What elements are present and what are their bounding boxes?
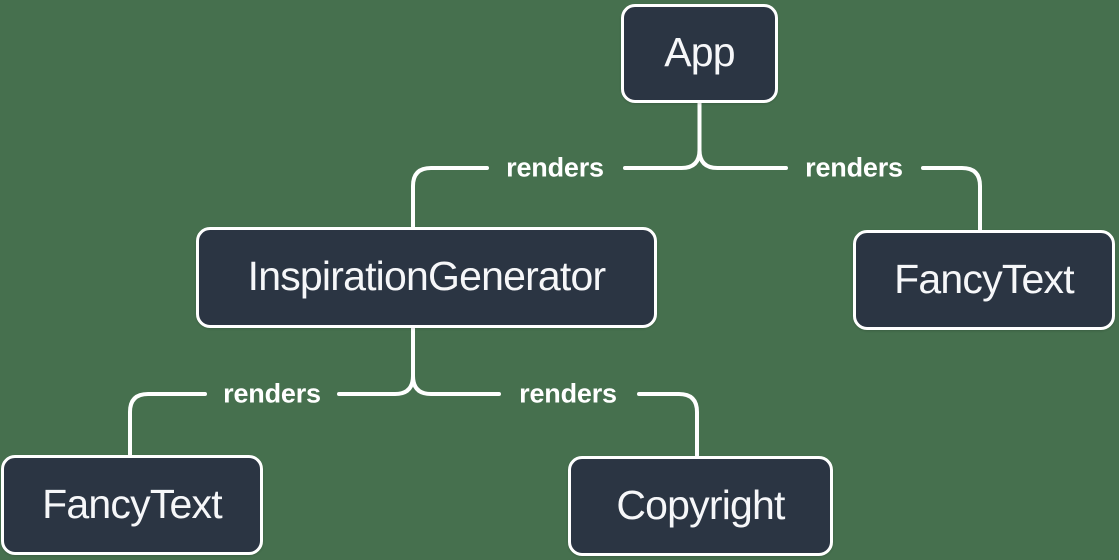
node-label-copyright: Copyright — [616, 481, 785, 528]
node-app: App — [621, 4, 778, 103]
node-label-fancy-text-bottom: FancyText — [42, 480, 222, 527]
edge-app-fancytext — [697, 101, 982, 232]
node-copyright: Copyright — [568, 456, 833, 556]
edge-label-renders-1: renders — [506, 152, 604, 183]
node-label-fancy-text-top: FancyText — [894, 255, 1074, 302]
node-label-app: App — [664, 29, 735, 75]
node-inspiration-generator: InspirationGenerator — [196, 227, 657, 328]
node-fancy-text-bottom: FancyText — [1, 455, 263, 555]
edge-label-renders-3: renders — [223, 378, 321, 409]
edge-label-renders-4: renders — [519, 378, 617, 409]
node-fancy-text-top: FancyText — [853, 230, 1115, 330]
node-label-inspiration-generator: InspirationGenerator — [247, 253, 607, 299]
edge-label-renders-2: renders — [805, 152, 903, 183]
edge-inspirationgenerator-copyright — [411, 326, 699, 458]
